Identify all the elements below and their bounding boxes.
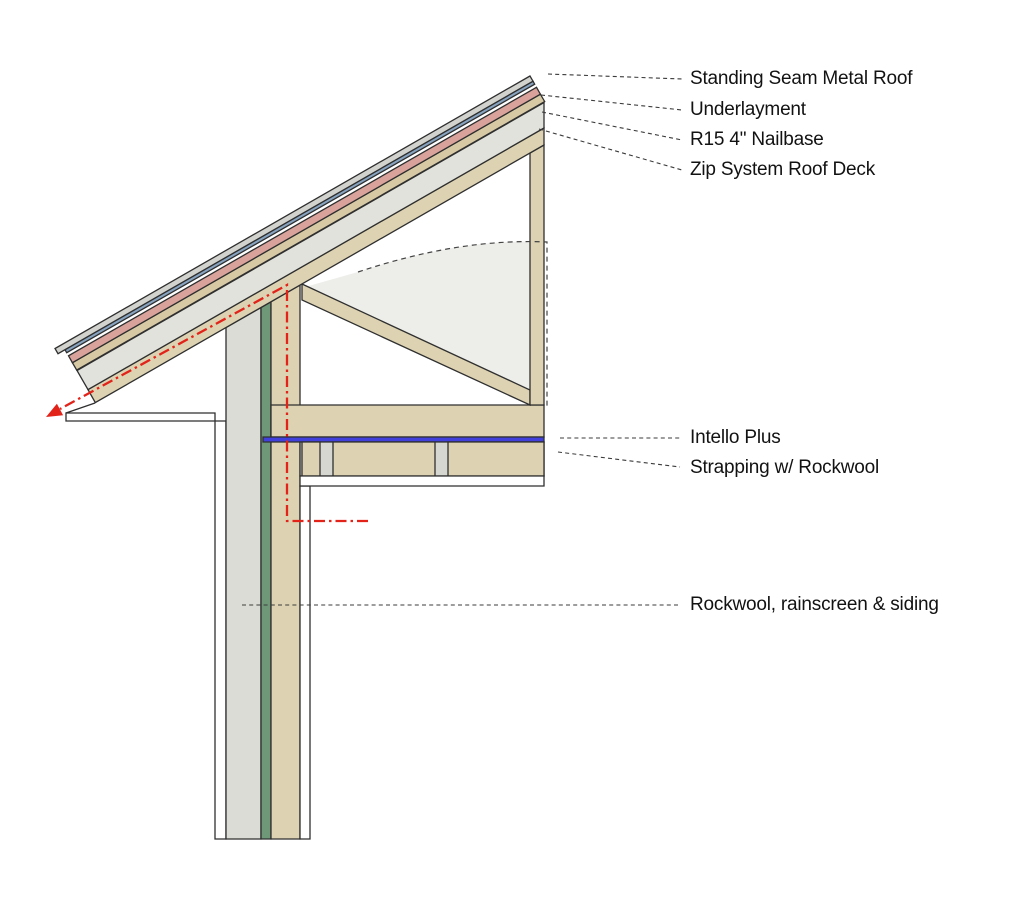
leader-standing-seam: [548, 74, 682, 79]
wall-stud-layer: [271, 285, 300, 839]
roof-nailbase-layer: [69, 87, 541, 362]
truss-post: [530, 145, 544, 405]
fascia-edge: [66, 403, 95, 413]
callout-standing-seam: Standing Seam Metal Roof: [690, 68, 913, 89]
strapping-block: [333, 442, 435, 476]
soffit-board: [66, 413, 215, 421]
ceiling-joist-band: [271, 405, 544, 437]
leader-nailbase: [542, 112, 682, 140]
callout-strapping: Strapping w/ Rockwool: [690, 457, 880, 478]
callout-underlayment: Underlayment: [690, 99, 806, 120]
attic-insulation-area: [305, 241, 544, 404]
wall-rockwool-layer: [226, 308, 261, 840]
attic-outline-dashed: [358, 242, 547, 407]
callout-nailbase: R15 4" Nailbase: [690, 129, 824, 150]
strapping-block: [302, 442, 320, 476]
leader-zip-deck: [539, 129, 682, 170]
airflow-path: [60, 285, 368, 521]
wall-siding-layer: [215, 421, 226, 839]
roof-metal-layer: [55, 76, 533, 354]
wall-interior-finish: [300, 486, 310, 839]
ceiling-finish: [300, 476, 544, 486]
strapping-block: [448, 442, 544, 476]
leader-strapping: [558, 452, 680, 467]
callout-zip-deck: Zip System Roof Deck: [690, 159, 875, 180]
airflow-arrowhead: [46, 403, 64, 417]
callout-rockwool-siding: Rockwool, rainscreen & siding: [690, 594, 939, 615]
callout-intello: Intello Plus: [690, 427, 781, 448]
wall-sheathing-layer: [261, 302, 271, 839]
leader-underlayment: [541, 95, 682, 110]
intello-membrane: [263, 437, 544, 442]
